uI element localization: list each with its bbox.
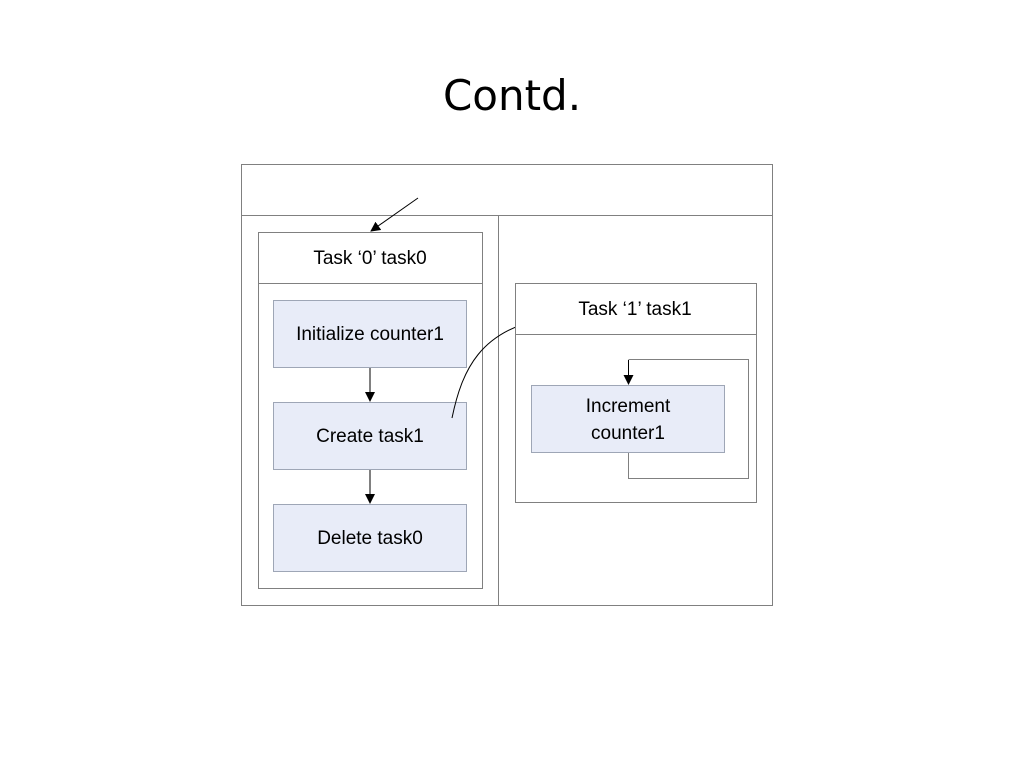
step-delete-task0: Delete task0	[273, 504, 467, 572]
step-label-line2: counter1	[591, 423, 665, 444]
loop-connector	[628, 359, 749, 479]
slide-title: Contd.	[442, 71, 582, 120]
task1-header: Task ‘1’ task1	[578, 299, 691, 320]
step-label: Initialize counter1	[296, 324, 444, 345]
step-label: Delete task0	[317, 528, 423, 549]
step-create-task1: Create task1	[273, 402, 467, 470]
outer-frame	[241, 164, 773, 606]
entry-arrow	[370, 197, 419, 232]
step-label: Create task1	[316, 426, 424, 447]
step-increment-counter1: Increment counter1	[531, 385, 725, 453]
step-label-line1: Increment	[586, 396, 671, 417]
task0-header: Task ‘0’ task0	[313, 248, 426, 269]
step-initialize-counter1: Initialize counter1	[273, 300, 467, 368]
